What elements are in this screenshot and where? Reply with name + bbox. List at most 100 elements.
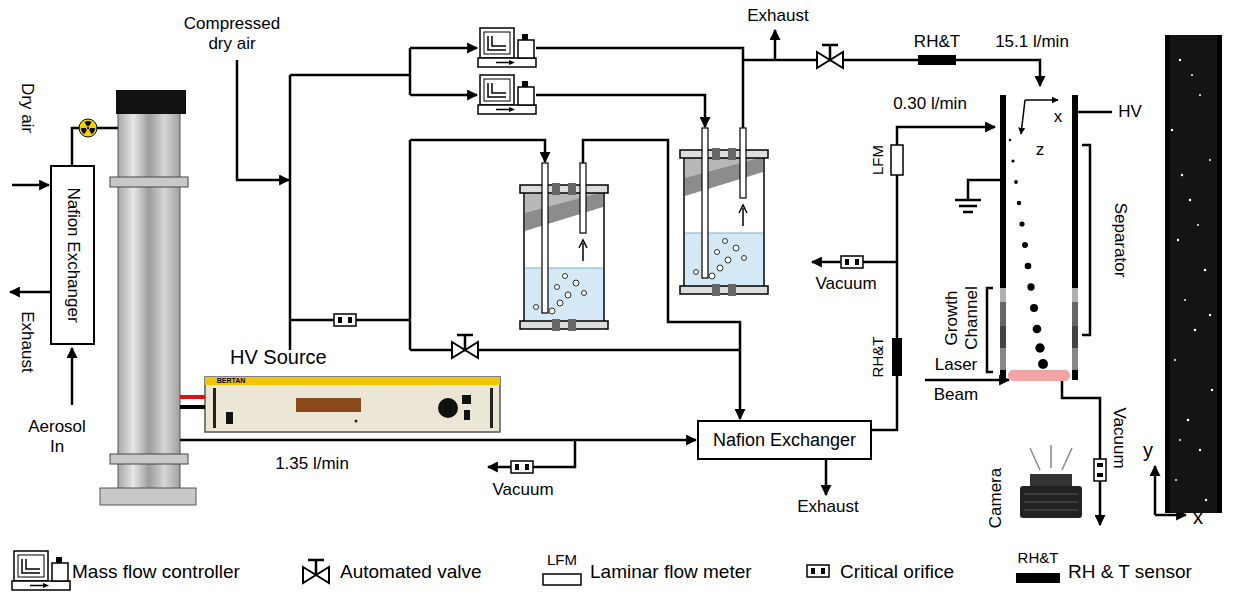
- sensor-label: LFM: [869, 145, 887, 175]
- mass-flow-controllers: [478, 28, 536, 114]
- hv-source-device-part: [205, 377, 500, 385]
- camera-image-part-part: [1211, 389, 1213, 391]
- axis-label: x: [1193, 505, 1203, 529]
- legend-symbols-part: [543, 574, 581, 585]
- hv-source-device-part: [438, 398, 458, 418]
- droplet-trajectory-part: [1025, 263, 1032, 270]
- column-part: [100, 488, 196, 505]
- flow-lines-part: [289, 75, 292, 350]
- automated-valves-part: [452, 335, 478, 358]
- droplet-trajectory-part: [1035, 343, 1044, 352]
- legend-text: RH & T sensor: [1068, 561, 1192, 583]
- flow-lines-part: [1155, 514, 1186, 517]
- radiation-source: [79, 119, 97, 137]
- camera-image-part-part: [1171, 129, 1173, 131]
- legend-text: Critical orifice: [840, 561, 954, 583]
- region-label: Separator: [1110, 203, 1130, 278]
- mass-flow-controllers-part: [478, 75, 536, 114]
- brand-label: BERTAN: [217, 377, 246, 385]
- flow-lines-part: [410, 140, 545, 162]
- camera-image-part-part: [1177, 239, 1179, 241]
- droplet-trajectory-part: [1027, 283, 1034, 290]
- hv-source-device-part: [462, 395, 471, 404]
- camera-image-part-part: [1179, 59, 1181, 61]
- hv-wires: [180, 397, 205, 407]
- laser-label: Laser Beam: [928, 350, 984, 410]
- axis-label: y: [1143, 438, 1153, 462]
- flow-lines-part: [1082, 145, 1090, 335]
- legend-item: RH & T sensor: [1068, 561, 1192, 583]
- droplet-trajectory-part: [1030, 304, 1038, 312]
- symbol-label: RH&T: [1018, 549, 1059, 567]
- hv-wires-part: [180, 395, 205, 399]
- growth-channel-device-part: [1072, 302, 1078, 326]
- flow-lines-part: [10, 291, 50, 294]
- flow-lines-part: [825, 460, 828, 495]
- camera-image-part-part: [1181, 174, 1183, 176]
- automated-valves: [452, 45, 843, 358]
- legend-symbols-part: [807, 565, 829, 577]
- camera-image-part-part: [1205, 499, 1207, 501]
- exhaust-label: Exhaust: [797, 497, 858, 517]
- droplet-trajectory-part: [1038, 359, 1048, 369]
- inlet-label: Dry air: [17, 83, 37, 133]
- radiation-source-part: [79, 119, 97, 137]
- column-part: [118, 112, 180, 490]
- growth-channel-device-part: [1000, 348, 1006, 370]
- growth-channel-device-part: [1000, 288, 1006, 302]
- camera-image: [1165, 35, 1222, 513]
- sensors-part: [918, 55, 956, 65]
- sensor-label: RH&T: [869, 337, 887, 378]
- growth-channel-device-part: [1021, 100, 1025, 134]
- flow-lines-part: [925, 379, 1009, 382]
- region-label: Growth Channel: [942, 283, 983, 353]
- axis-label: x: [1054, 107, 1063, 127]
- sensors-part: [891, 145, 903, 175]
- node-label: HV Source: [230, 346, 327, 369]
- bubblers: [520, 128, 768, 331]
- camera-image-part-part: [1174, 359, 1176, 361]
- symbol-label: LFM: [547, 551, 577, 569]
- camera-image-part-part: [1204, 269, 1207, 272]
- camera-image-part-part: [1189, 199, 1192, 202]
- growth-channel-device-part: [1072, 326, 1078, 348]
- camera-part: [1024, 494, 1078, 510]
- flow-lines-part: [410, 94, 477, 97]
- droplet-trajectory-part: [1022, 242, 1028, 248]
- camera-image-part-part: [1191, 74, 1193, 76]
- flow-lines-part: [71, 348, 74, 405]
- column-part: [116, 90, 186, 114]
- critical-orifices: [334, 256, 1106, 481]
- legend-symbols-part: [1016, 573, 1060, 583]
- flow-lines-part: [968, 180, 1000, 200]
- camera-image-part-part: [1187, 419, 1190, 422]
- camera-image-part-part: [1179, 439, 1181, 441]
- flow-lines-part: [987, 288, 993, 372]
- droplet-trajectory-part: [1017, 201, 1022, 206]
- camera-image-part-part: [1199, 94, 1201, 96]
- camera-part: [1030, 445, 1072, 470]
- vacuum-label: Vacuum: [815, 274, 876, 294]
- growth-channel-device-part: [1000, 326, 1006, 348]
- flow-lines-part: [536, 48, 743, 128]
- legend-symbols-part: [303, 560, 329, 583]
- flow-lines-part: [410, 47, 477, 50]
- legend-item: Mass flow controller: [72, 561, 240, 583]
- camera-image-part: [1170, 35, 1217, 513]
- exhaust-label: Exhaust: [747, 6, 808, 26]
- hv-source-device: [205, 377, 500, 432]
- hv-wires-part: [180, 405, 205, 409]
- flow-lines-part: [872, 127, 995, 430]
- hv-source-device-part: [205, 377, 500, 432]
- flow-lines-part: [774, 30, 777, 60]
- camera-part: [1020, 486, 1082, 518]
- axis-label: z: [1036, 140, 1045, 160]
- growth-channel-device-part: [1000, 302, 1006, 326]
- flow-lines-part: [536, 95, 705, 127]
- legend-item: Automated valve: [340, 561, 482, 583]
- legend-text: Mass flow controller: [72, 561, 240, 583]
- flow-lines-part: [290, 74, 410, 77]
- sensors-part: [892, 338, 902, 376]
- hv-source: HV Source: [205, 377, 500, 432]
- growth-channel-device-part: [1072, 348, 1078, 370]
